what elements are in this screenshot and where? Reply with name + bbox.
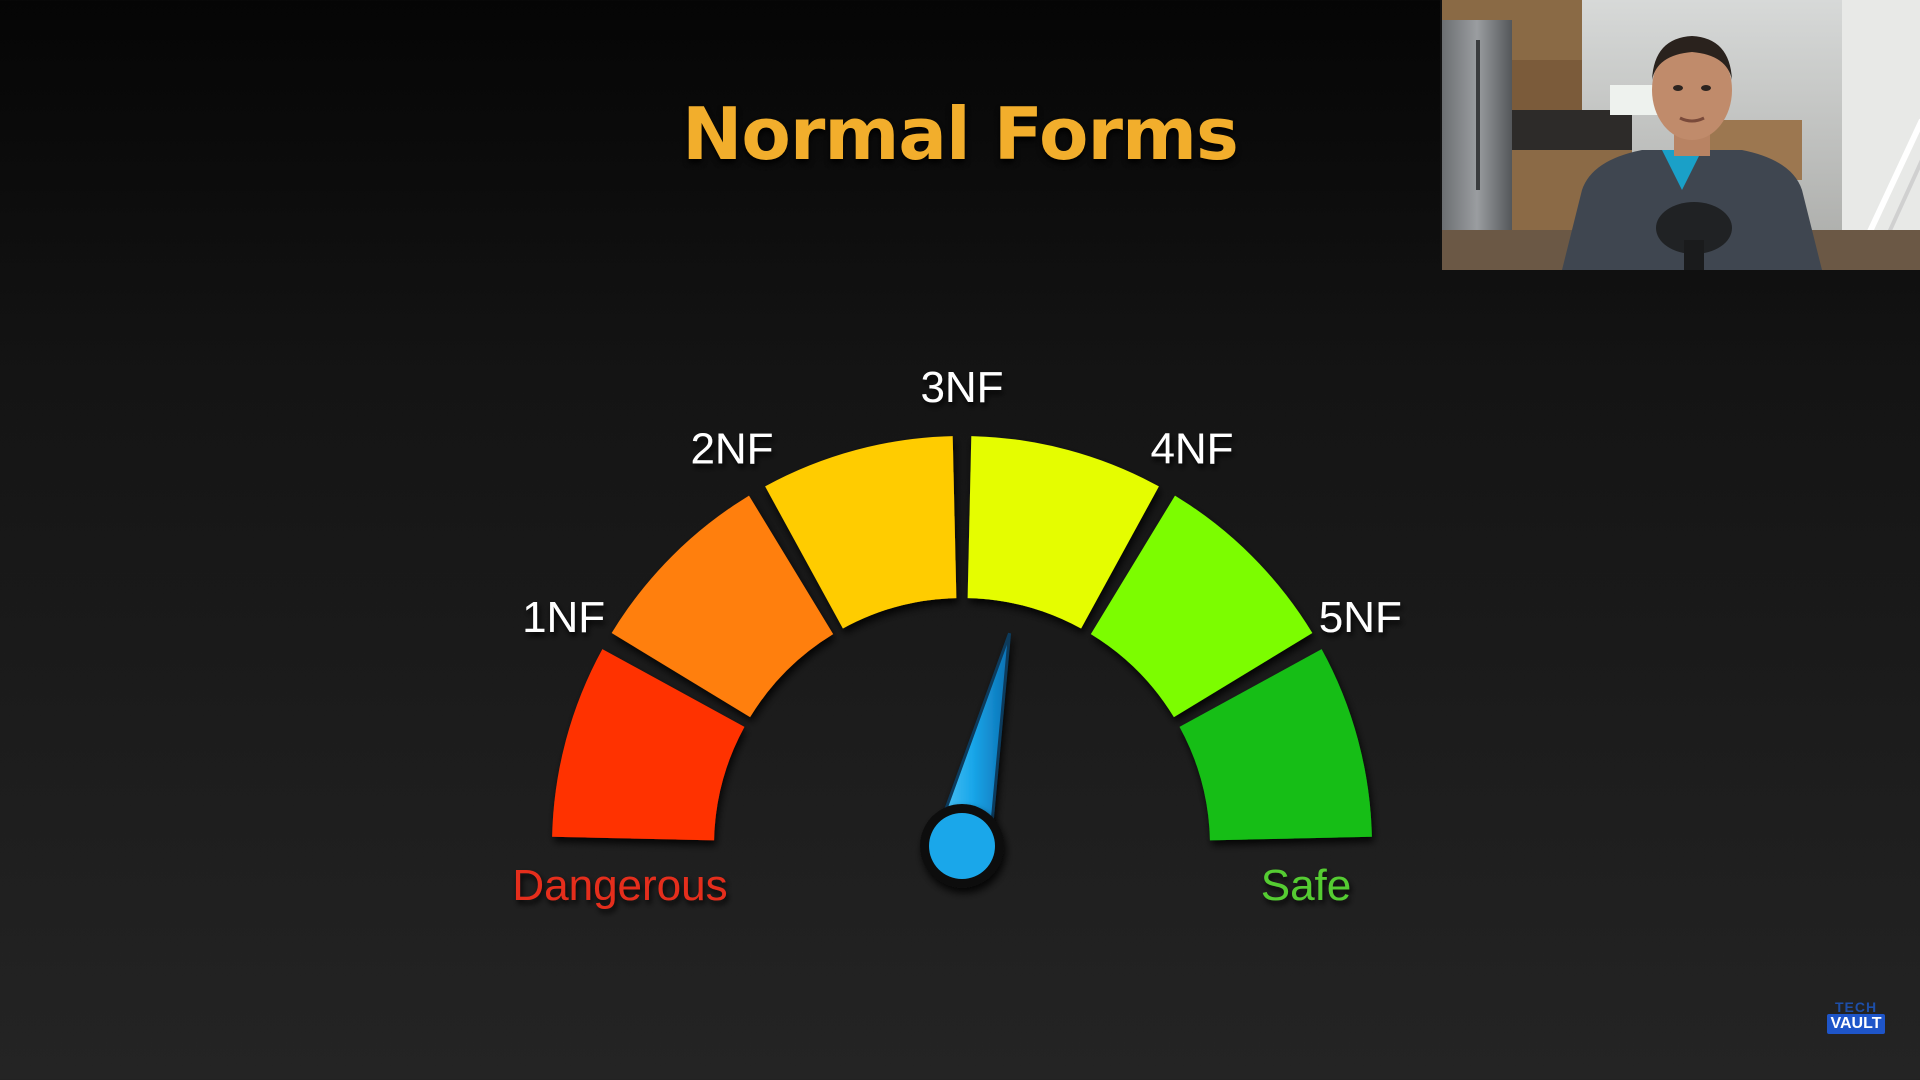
safe-label: Safe [1261,861,1352,910]
tech-vault-watermark: TECH VAULT [1826,1000,1886,1034]
gauge-segments [552,436,1372,841]
gauge-segment-labels: 1NF 2NF 3NF 4NF 5NF [522,363,1402,642]
gauge-segment-1 [552,649,745,841]
slide-title: Normal Forms [682,92,1239,176]
gauge-segment-4 [967,436,1159,629]
needle-hub [929,813,995,879]
webcam-overlay [1440,0,1920,270]
dangerous-label: Dangerous [512,861,727,910]
gauge-segment-3 [765,436,957,629]
watermark-line1: TECH [1834,999,1878,1015]
watermark-line2: VAULT [1826,1014,1886,1034]
gauge-segment-5 [1090,495,1313,718]
gauge-label-5nf: 5NF [1319,593,1402,642]
gauge-segment-2 [611,495,834,718]
presenter-video-image [1442,0,1920,270]
gauge-label-3nf: 3NF [920,363,1003,412]
gauge-segment-6 [1179,649,1372,841]
gauge-label-2nf: 2NF [690,425,773,474]
gauge-needle [920,632,1012,888]
gauge-label-4nf: 4NF [1150,425,1233,474]
gauge-label-1nf: 1NF [522,593,605,642]
